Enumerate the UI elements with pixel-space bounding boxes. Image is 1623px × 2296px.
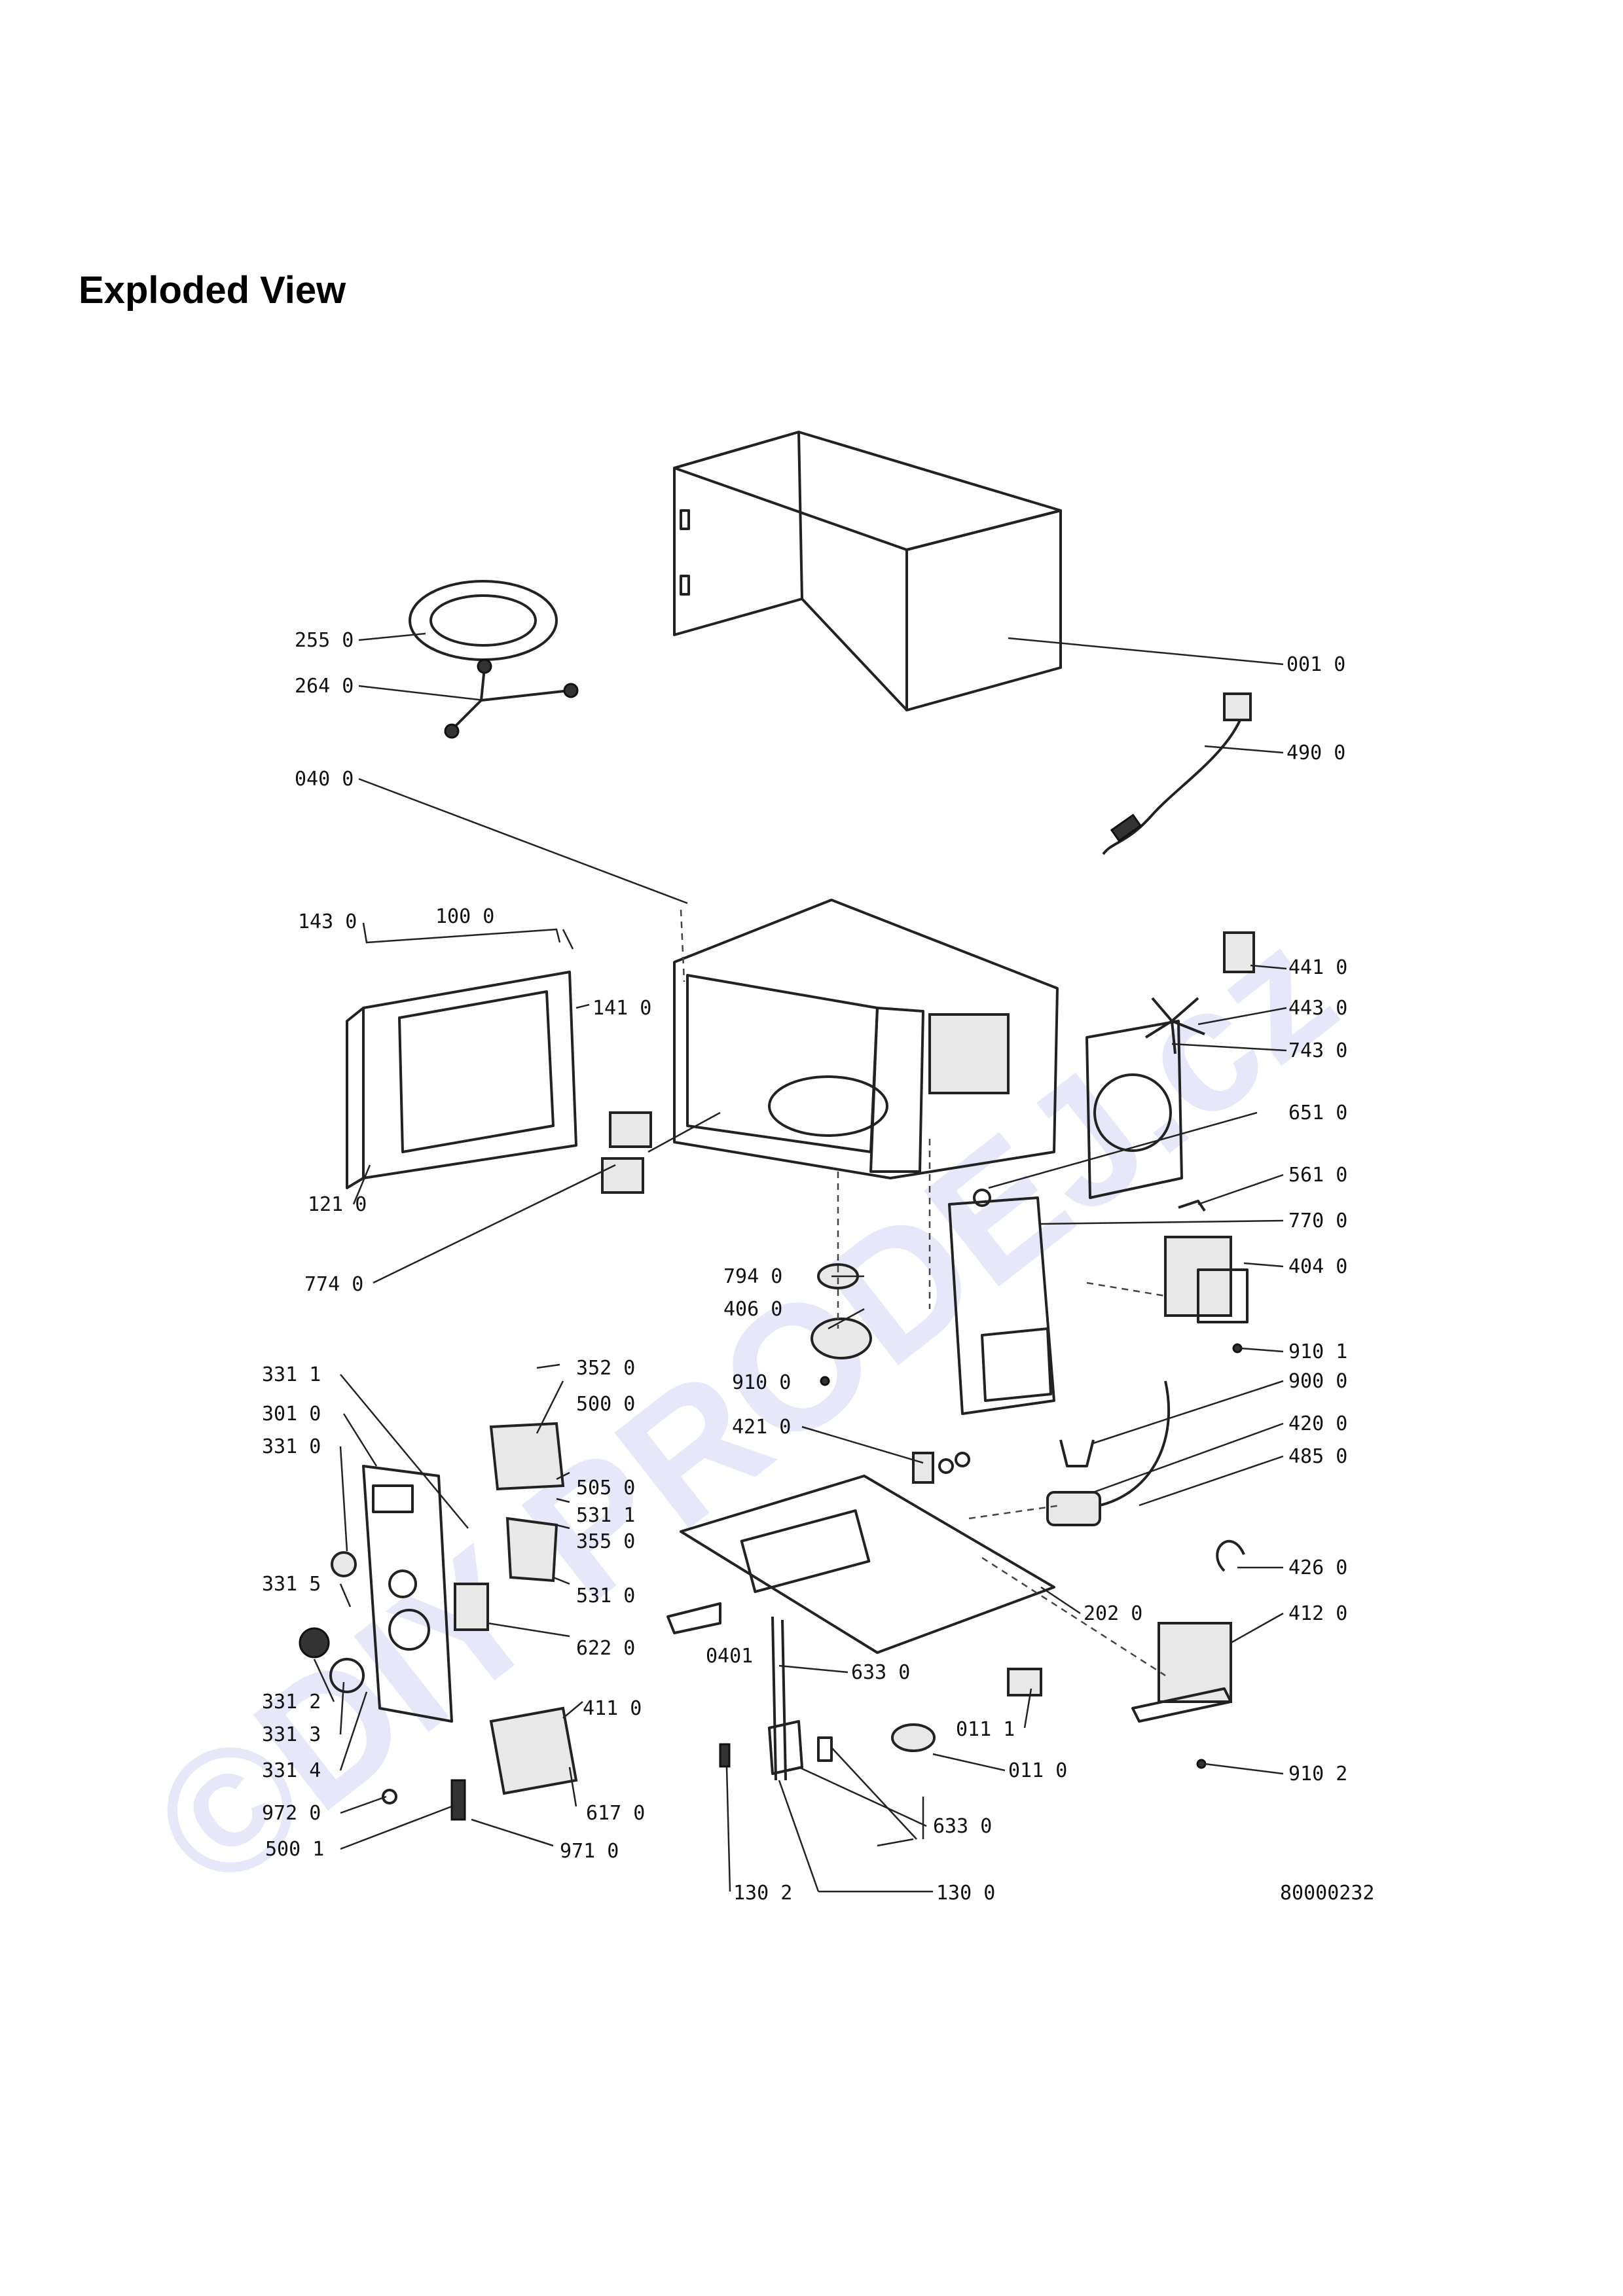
part-label: 651 0 [1288,1102,1347,1124]
control-pcb [454,1422,565,1631]
door-assembly [346,922,577,1189]
part-label: 531 1 [576,1504,635,1527]
part-label: 774 0 [304,1273,363,1296]
part-label: 633 0 [933,1815,992,1838]
part-label: 412 0 [1288,1602,1347,1625]
part-label: 561 0 [1288,1164,1347,1187]
part-label: 331 4 [262,1759,321,1782]
part-label: 910 0 [732,1371,791,1394]
part-label: 500 0 [576,1393,635,1416]
glass-turntable [409,580,558,661]
part-label: 443 0 [1288,997,1347,1020]
part-label: 971 0 [560,1840,619,1863]
interlock-switches [382,1706,578,1821]
part-label: 130 2 [733,1882,792,1905]
drawing-number: 80000232 [1280,1882,1375,1905]
part-label: 770 0 [1288,1210,1347,1232]
part-label: 001 0 [1286,653,1345,676]
part-label: 404 0 [1288,1255,1347,1278]
small-parts [820,1189,1245,1769]
part-label: 622 0 [576,1637,635,1660]
page-title: Exploded View [79,269,346,312]
part-label: 202 0 [1084,1602,1142,1625]
part-label: 040 0 [295,768,354,791]
part-label: 331 2 [262,1691,321,1713]
part-label: 355 0 [576,1530,635,1553]
part-label: 264 0 [295,675,354,698]
part-label: 100 0 [435,905,494,928]
part-label: 301 0 [262,1403,321,1426]
base-plate [680,1475,1055,1654]
part-label: 617 0 [586,1802,645,1825]
part-label: 485 0 [1288,1445,1347,1468]
magnetron [1164,1236,1249,1323]
part-label: 531 0 [576,1585,635,1607]
outer-cabinet [673,431,1062,711]
part-label: 141 0 [593,997,651,1020]
part-label: 426 0 [1288,1556,1347,1579]
leader-lines [313,632,1287,1893]
part-label: 011 0 [1008,1759,1067,1782]
fan-motor-parts [1085,931,1255,1199]
part-label: 972 0 [262,1802,321,1825]
part-label: 143 0 [298,910,357,933]
part-label: 633 0 [851,1661,910,1684]
hv-capacitor [1046,1380,1171,1526]
power-cord [1102,692,1252,855]
part-label: 900 0 [1288,1370,1347,1393]
control-panel [362,1465,453,1723]
part-label: 794 0 [723,1265,782,1288]
part-label: 421 0 [732,1416,791,1439]
knobs [299,1551,365,1693]
part-label: 0401 [706,1645,753,1668]
oven-cavity [673,899,1059,1179]
roller-support [444,658,579,739]
part-label: 490 0 [1286,742,1345,764]
part-label: 121 0 [308,1193,367,1216]
part-label: 352 0 [576,1357,635,1380]
part-label: 910 2 [1288,1763,1347,1785]
part-label: 331 3 [262,1723,321,1746]
assembly-guides [680,909,1166,1677]
part-label: 500 1 [265,1838,324,1861]
part-label: 255 0 [295,629,354,652]
hv-transformer [1131,1622,1232,1723]
part-label: 331 5 [262,1573,321,1596]
part-labels: 255 0 264 0 040 0 143 0 100 0 141 0 121 … [262,629,1375,1905]
mica-covers [601,1111,652,1194]
part-label: 130 0 [936,1882,995,1905]
part-label: 505 0 [576,1477,635,1499]
air-guide [948,1196,1055,1415]
part-label: 011 1 [956,1718,1015,1741]
part-label: 910 1 [1288,1340,1347,1363]
part-label: 331 0 [262,1435,321,1458]
part-label: 441 0 [1288,956,1347,979]
turntable-motor [811,1318,872,1359]
latch-hinge-parts [666,1602,1042,1781]
part-label: 743 0 [1288,1039,1347,1062]
part-label: 406 0 [723,1298,782,1321]
part-label: 331 1 [262,1363,321,1386]
part-label: 411 0 [583,1697,642,1720]
part-label: 420 0 [1288,1412,1347,1435]
